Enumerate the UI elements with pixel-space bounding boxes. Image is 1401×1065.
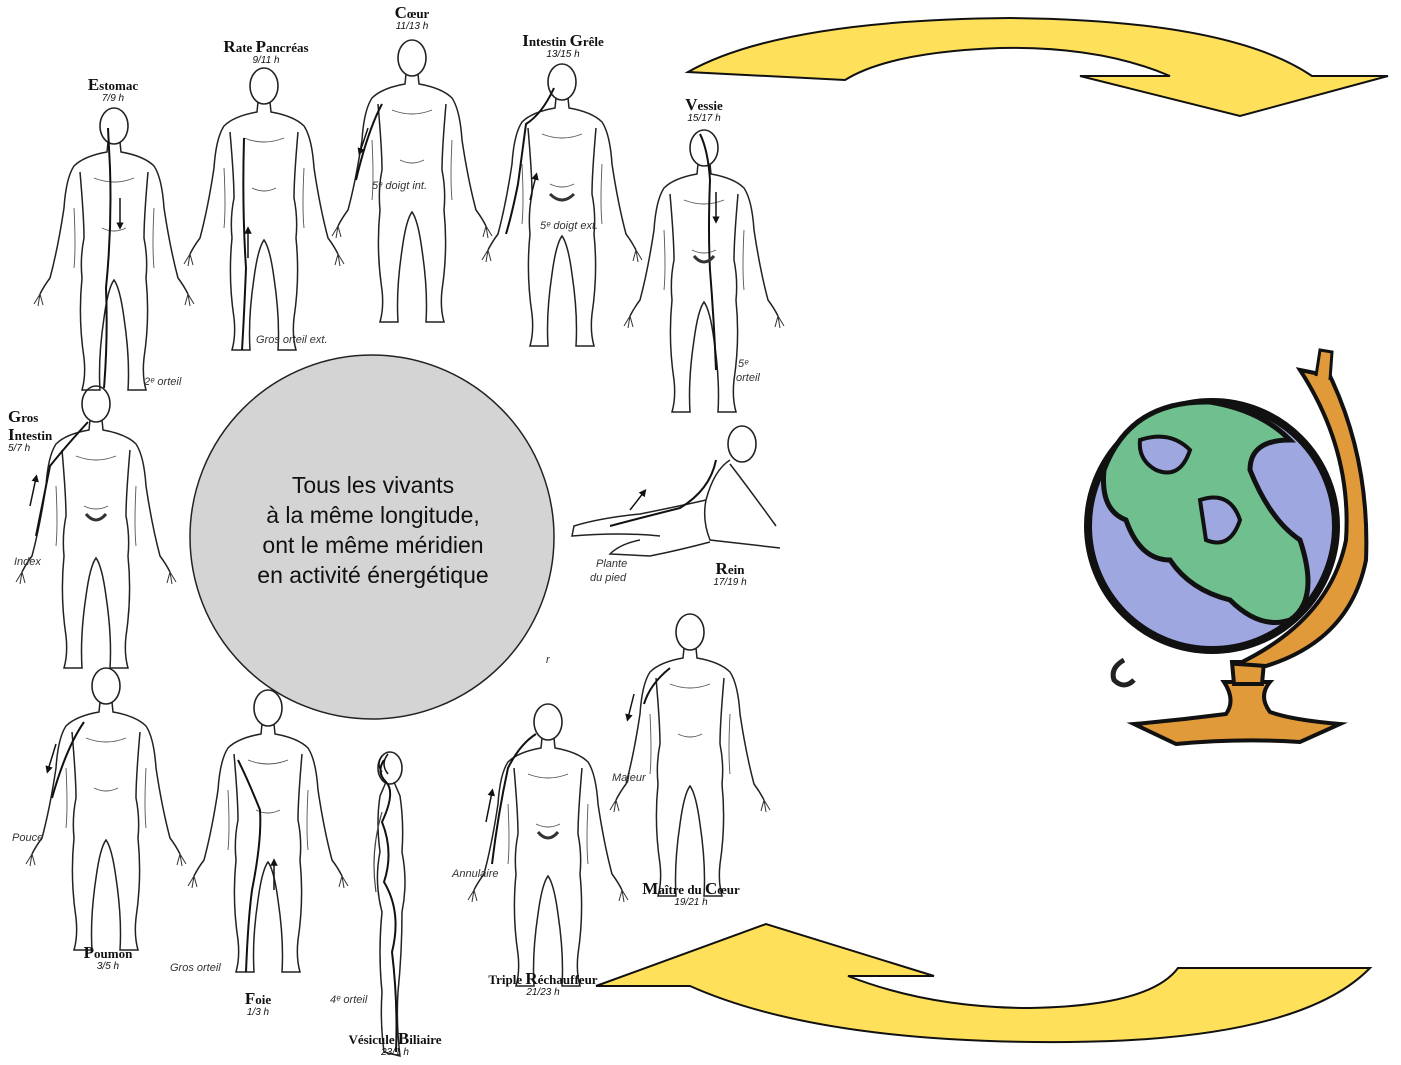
label-estomac: Estomac 7/9 h [58,76,168,104]
rate-cap: R [223,37,235,56]
coeur-hours: 11/13 h [362,22,462,33]
note-index: Index [14,556,41,568]
pancreas-cap: P [256,37,266,56]
vessie-hours: 15/17 h [654,114,754,125]
note-5e-doigt-int: 5ᵉ doigt int. [372,180,427,192]
figure-foie [188,690,348,972]
pancreas-rest: ancréas [266,40,309,55]
figure-triple-rechauffeur [468,704,628,986]
figure-rein [572,426,780,556]
maitre-du-coeur-hours: 19/21 h [626,898,756,909]
poumon-rest: oumon [94,946,132,961]
intestin2-cap: I [8,425,15,444]
coeur-cap: C [395,3,407,22]
maitre-rest: aître du [658,882,705,897]
bottom-cycle-arrow [596,924,1370,1042]
label-triple-rechauffeur: Triple Réchauffeur 21/23 h [468,970,618,998]
rechauffeur-rest: échauffeur [538,972,598,987]
triple-rest: Triple [488,972,525,987]
figure-maitre-du-coeur [610,614,770,896]
rein-rest: ein [728,562,745,577]
note-fragment-r: r [546,654,550,666]
gros-intestin-hours: 5/7 h [8,444,58,455]
center-caption: Tous les vivants à la même longitude, on… [188,470,558,590]
foie-cap: F [245,989,255,1008]
biliaire-cap: B [398,1029,409,1048]
coeur-rest: œur [407,6,429,21]
vesicule-rest: Vésicule [348,1032,397,1047]
label-maitre-du-coeur: Maître du Cœur 19/21 h [626,880,756,908]
foie-rest: oie [255,992,271,1007]
triple-rechauffeur-hours: 21/23 h [468,988,618,999]
gros-rest: ros [21,410,38,425]
intestin-rest: ntestin [529,34,570,49]
center-line-1: Tous les vivants [188,470,558,500]
note-majeur: Majeur [612,772,646,784]
vesicule-biliaire-hours: 23/1 h [330,1048,460,1059]
intestin2-rest: ntestin [15,428,53,443]
note-5e: 5ᵉ [738,358,748,370]
biliaire-rest: iliaire [409,1032,441,1047]
note-gros-orteil-ext: Gros orteil ext. [256,334,328,346]
center-line-3: ont le même méridien [188,530,558,560]
figure-rate-pancreas [184,68,344,350]
center-line-4: en activité énergétique [188,560,558,590]
top-cycle-arrow [688,18,1388,116]
note-orteil: orteil [736,372,760,384]
label-intestin-grele: Intestin Grêle 13/15 h [498,32,628,60]
note-2e-orteil: 2ᵉ orteil [144,376,181,388]
label-poumon: Poumon 3/5 h [68,944,148,972]
label-vesicule-biliaire: Vésicule Biliaire 23/1 h [330,1030,460,1058]
note-plante: Plante [596,558,627,570]
center-line-2: à la même longitude, [188,500,558,530]
intestin-cap: I [522,31,529,50]
figure-poumon [26,668,186,950]
vessie-cap: V [685,95,697,114]
figure-vessie [624,130,784,412]
coeur2-rest: œur [717,882,739,897]
rechauffeur-cap: R [525,969,537,988]
coeur2-cap: C [705,879,717,898]
label-rate-pancreas: Rate Pancréas 9/11 h [196,38,336,66]
label-coeur: Cœur 11/13 h [362,4,462,32]
label-rein: Rein 17/19 h [690,560,770,588]
label-gros-intestin: Gros Intestin 5/7 h [8,408,58,454]
gros-cap: G [8,407,21,426]
estomac-hours: 7/9 h [58,94,168,105]
note-4e-orteil: 4ᵉ orteil [330,994,367,1006]
intestin-grele-hours: 13/15 h [498,50,628,61]
rate-pancreas-hours: 9/11 h [196,56,336,67]
grele-rest: rêle [583,34,604,49]
figure-intestin-grele [482,64,642,346]
grele-cap: G [570,31,583,50]
note-du-pied: du pied [590,572,626,584]
note-gros-orteil: Gros orteil [170,962,221,974]
rate-rest: ate [236,40,256,55]
poumon-cap: P [84,943,94,962]
foie-hours: 1/3 h [228,1008,288,1019]
poumon-hours: 3/5 h [68,962,148,973]
rein-cap: R [716,559,728,578]
figure-estomac [34,108,194,390]
globe-clipart [1088,350,1366,744]
vessie-rest: essie [698,98,723,113]
estomac-cap: E [88,75,99,94]
note-pouce: Pouce [12,832,43,844]
maitre-cap: M [642,879,658,898]
label-vessie: Vessie 15/17 h [654,96,754,124]
estomac-rest: stomac [99,78,138,93]
rein-hours: 17/19 h [690,578,770,589]
note-annulaire: Annulaire [452,868,498,880]
label-foie: Foie 1/3 h [228,990,288,1018]
figure-vesicule-biliaire [374,752,405,1056]
note-5e-doigt-ext: 5ᵉ doigt ext. [540,220,598,232]
